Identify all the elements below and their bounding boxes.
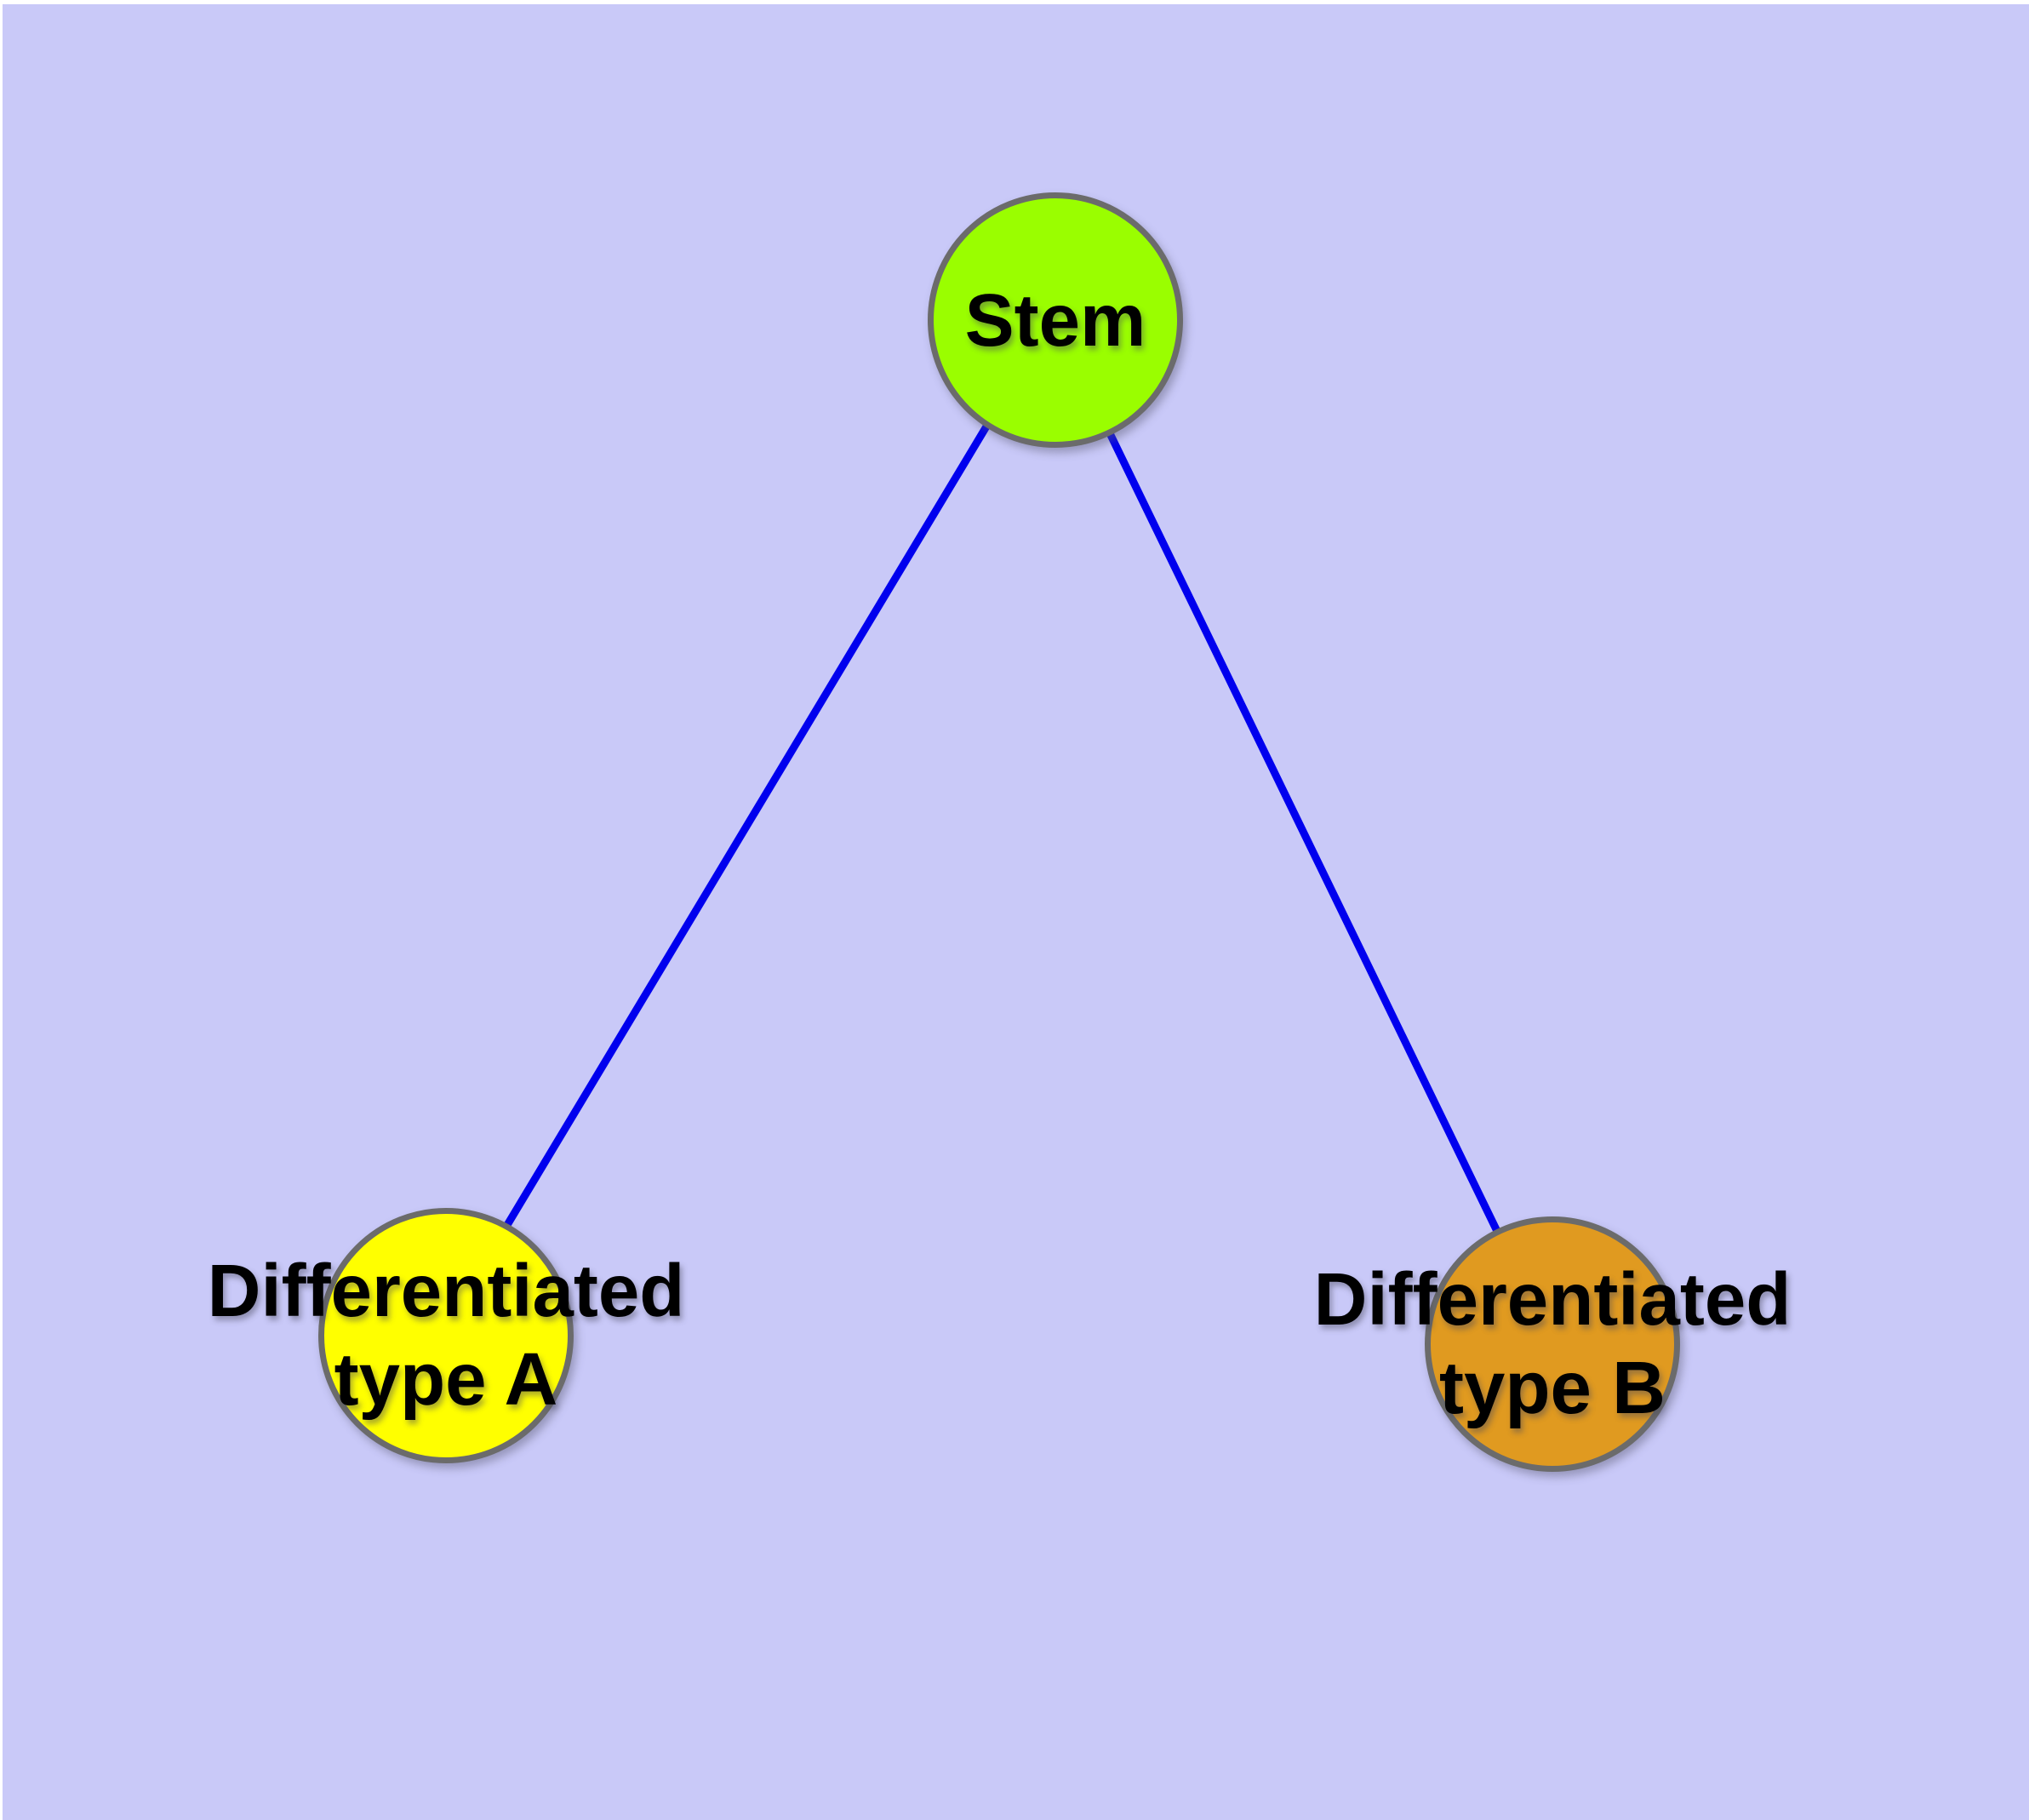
diagram-canvas: Stem Differentiated type A Differentiate…: [3, 4, 2029, 1820]
node-label-line: Differentiated: [1313, 1258, 1792, 1341]
node-differentiated-type-a: [318, 1208, 574, 1463]
node-label-line: Stem: [964, 279, 1146, 362]
node-differentiated-type-b: [1425, 1216, 1680, 1472]
node-label-line: Differentiated: [207, 1250, 685, 1332]
node-stem: [928, 192, 1183, 448]
node-label-line: type A: [334, 1338, 558, 1421]
node-label-line: type B: [1439, 1347, 1666, 1429]
node-label-differentiated-type-b: Differentiated type B: [1169, 1256, 1935, 1433]
node-label-stem: Stem: [672, 277, 1438, 365]
edge-stem-to-type-a: [439, 312, 1057, 1336]
edge-stem-to-type-b: [1049, 312, 1554, 1344]
edge-layer: [439, 312, 1554, 1344]
node-label-differentiated-type-a: Differentiated type A: [63, 1247, 829, 1424]
